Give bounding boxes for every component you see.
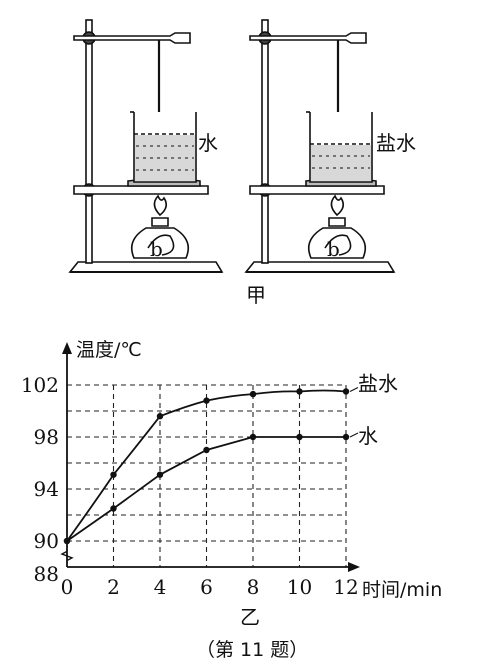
y-tick-label: 88 <box>34 562 59 586</box>
apparatus-right: b <box>244 19 396 273</box>
chart-series: 盐水水 <box>63 372 398 545</box>
data-point <box>296 433 303 441</box>
temperature-chart: 0 2 4 6 8 10 12 88 90 94 98 102 盐水水 温度/℃ 时间/min <box>21 339 442 601</box>
data-point <box>342 433 350 441</box>
x-tick-label: 2 <box>107 575 120 599</box>
right-beaker-label: 盐水 <box>376 131 416 155</box>
x-axis-label: 时间/min <box>362 579 442 601</box>
series-label-leader <box>349 387 359 392</box>
y-tick-label: 90 <box>34 529 59 553</box>
left-beaker-label: 水 <box>198 131 218 155</box>
apparatus-left: b <box>68 19 224 273</box>
chart-grid <box>67 384 347 567</box>
y-axis-label: 温度/℃ <box>76 339 142 361</box>
series-label: 盐水 <box>358 372 398 396</box>
question-caption: （第 11 题） <box>196 639 308 661</box>
y-axis-arrow <box>62 342 72 354</box>
figure-label-jia: 甲 <box>246 283 266 307</box>
data-point <box>156 471 164 478</box>
y-tick-label: 102 <box>21 373 59 397</box>
data-point <box>110 471 117 478</box>
y-tick-label: 94 <box>34 477 59 501</box>
x-tick-label: 10 <box>287 575 312 599</box>
data-point <box>110 505 117 512</box>
y-axis-break <box>60 550 74 562</box>
svg-text:b: b <box>327 237 340 261</box>
data-point <box>156 413 164 420</box>
x-tick-label: 12 <box>333 575 358 599</box>
y-tick-label: 98 <box>34 425 59 449</box>
chart-axes <box>60 342 360 572</box>
x-axis-arrow <box>348 562 360 572</box>
x-tick-label: 8 <box>247 575 260 599</box>
data-point <box>203 397 210 404</box>
x-tick-label: 6 <box>200 575 213 599</box>
data-point <box>249 390 257 398</box>
data-point <box>203 446 210 454</box>
figure-label-yi: 乙 <box>240 605 260 629</box>
x-tick-label: 4 <box>154 575 167 599</box>
series-label: 水 <box>358 424 378 448</box>
data-point <box>63 537 71 545</box>
data-point <box>296 388 303 395</box>
data-point <box>342 388 350 395</box>
series-label-leader <box>349 432 359 438</box>
x-tick-label: 0 <box>61 575 74 599</box>
svg-text:b: b <box>150 237 163 261</box>
data-point <box>249 433 257 441</box>
chart-tick-labels: 0 2 4 6 8 10 12 88 90 94 98 102 <box>21 373 359 599</box>
